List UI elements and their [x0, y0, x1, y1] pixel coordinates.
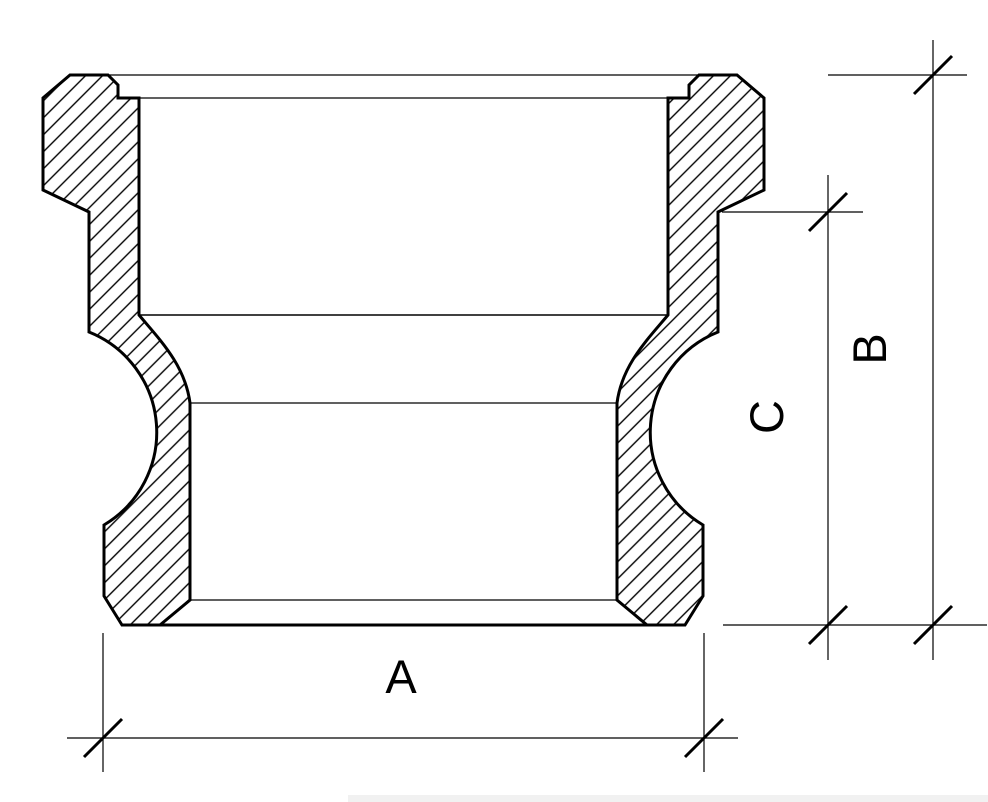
bottom-scrollbar-sliver[interactable]: [348, 795, 988, 802]
dimension-b: B: [828, 40, 967, 660]
tick-mark: [82, 717, 124, 759]
left-wall-section: [41, 73, 192, 627]
dimension-a: A: [67, 633, 738, 772]
dimension-label-c: C: [740, 400, 793, 434]
tick-mark: [683, 717, 725, 759]
adapter-section: [41, 73, 766, 627]
dimension-label-b: B: [843, 333, 896, 364]
dimension-c: C: [722, 175, 987, 660]
interior-edges: [108, 74, 699, 627]
right-wall-section: [615, 73, 766, 627]
tick-mark: [912, 54, 954, 96]
dimension-label-a: A: [385, 650, 417, 703]
tick-mark: [807, 191, 849, 233]
tick-mark: [807, 604, 849, 646]
